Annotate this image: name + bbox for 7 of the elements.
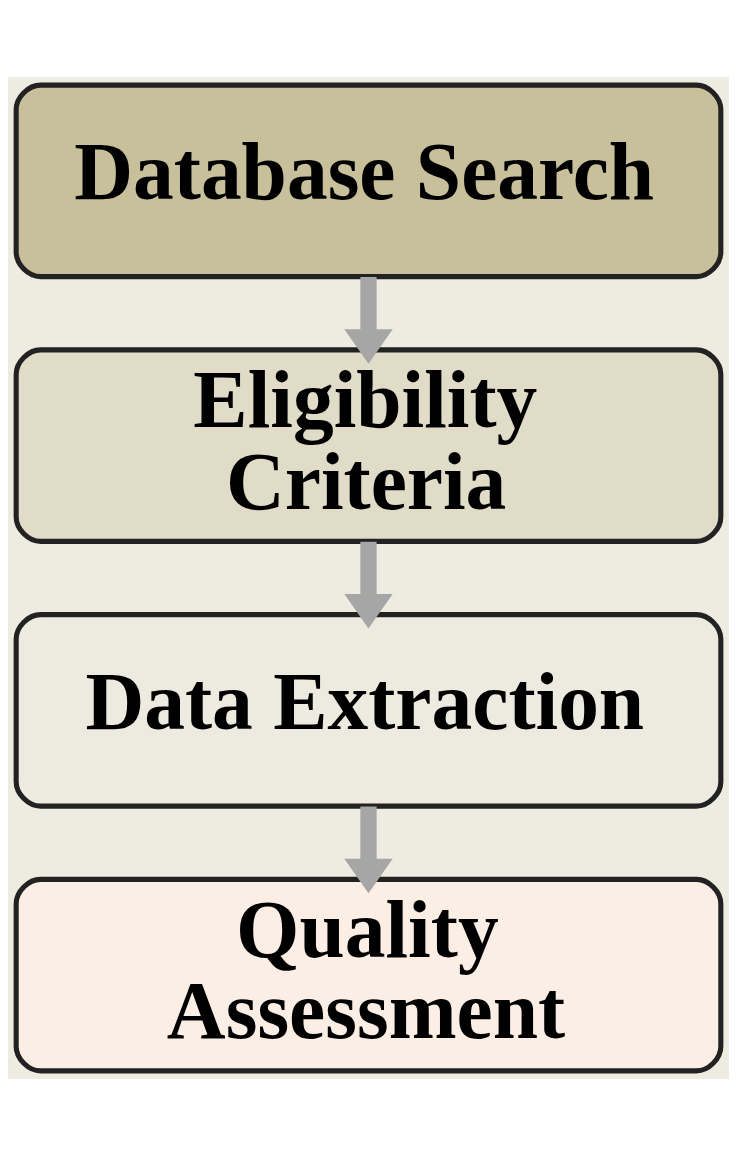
node-box: Quality Assessment bbox=[13, 876, 724, 1074]
node-box: Database Search bbox=[13, 82, 724, 280]
node-box: Data Extraction bbox=[13, 612, 724, 809]
arrow bbox=[344, 277, 393, 364]
arrow bbox=[344, 806, 393, 894]
arrow bbox=[344, 541, 393, 629]
node-box: Eligibility Criteria bbox=[13, 347, 724, 544]
